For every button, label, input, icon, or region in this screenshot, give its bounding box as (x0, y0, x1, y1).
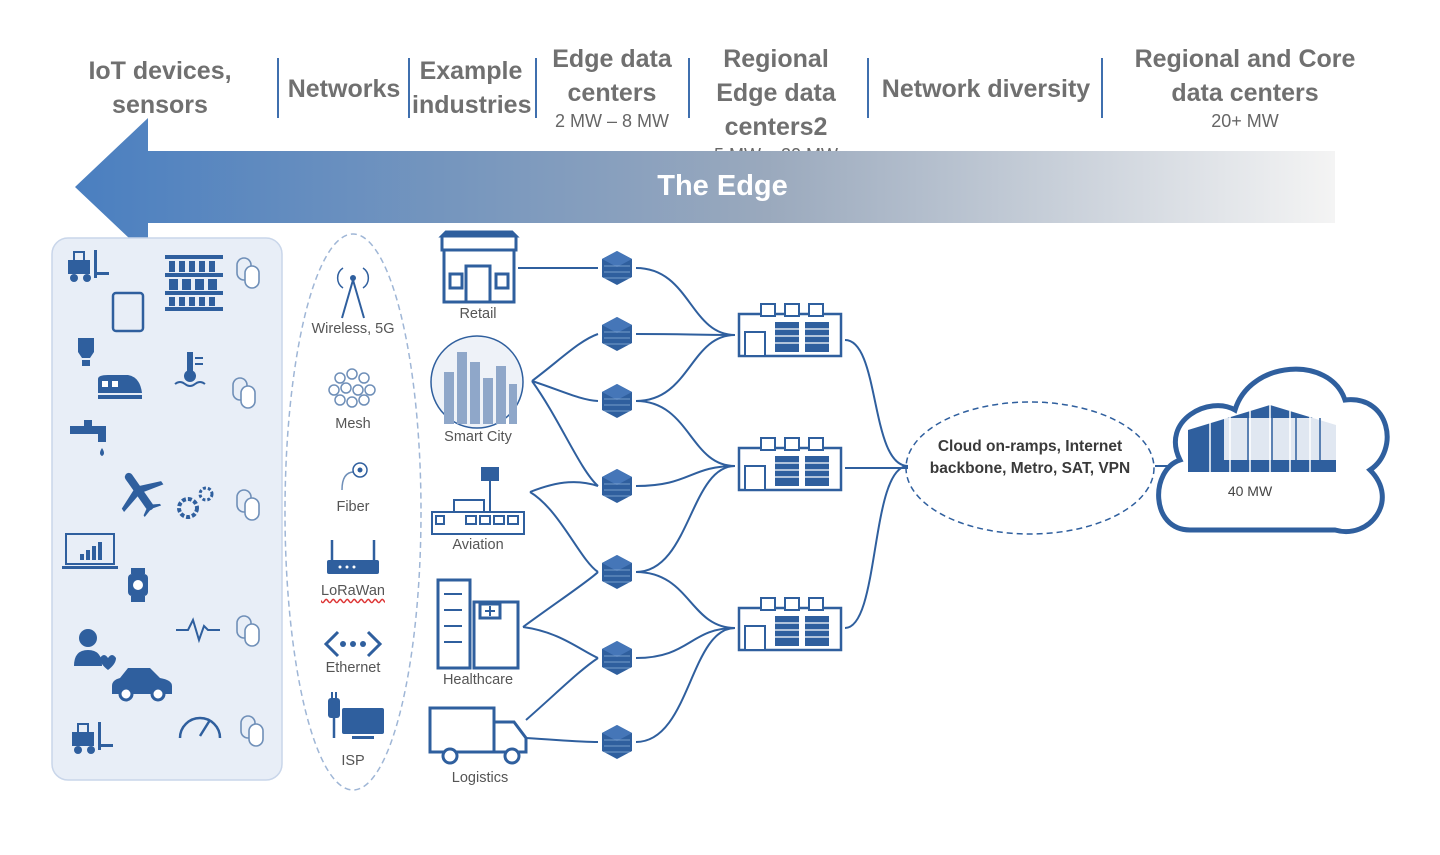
network-label-isp: ISP (341, 753, 365, 769)
edge-datacenter-icon (601, 640, 633, 676)
networks-ellipse (284, 233, 422, 791)
edge-datacenter-icon (601, 468, 633, 504)
network-label-lorawan: LoRaWan (321, 583, 385, 599)
header-networks: Networks (287, 75, 401, 103)
tablet-icon (111, 291, 145, 333)
network-diversity-ellipse (905, 401, 1155, 535)
laptop-chart-icon (62, 533, 118, 569)
industry-label-healthcare: Healthcare (442, 672, 514, 688)
train-icon (98, 375, 142, 399)
fiber-icon (341, 462, 368, 491)
network-label-fiber: Fiber (336, 499, 370, 515)
ethernet-icon (323, 630, 383, 658)
network-label-wireless: Wireless, 5G (311, 321, 395, 337)
doctor-icon (74, 629, 116, 670)
mesh-icon (328, 368, 376, 408)
airplane-icon (121, 472, 164, 518)
header-separator (408, 58, 410, 118)
edge-arrow-label: The Edge (657, 170, 788, 202)
regional-datacenter-icon (737, 302, 843, 358)
retail-store-icon (438, 230, 520, 304)
smartwatch-icon (128, 568, 148, 602)
iot-devices-panel (51, 237, 283, 781)
industry-label-smart-city: Smart City (444, 429, 512, 445)
regional-datacenter-icon (737, 436, 843, 492)
hospital-icon (436, 578, 520, 670)
core-datacenter-icon (1188, 405, 1336, 472)
thermometer-icon (174, 352, 206, 387)
header-separator (867, 58, 869, 118)
gears-icon (177, 486, 214, 519)
edge-datacenter-icon (601, 383, 633, 419)
header-iot-devices: IoT devices, sensors (88, 57, 232, 119)
network-diversity-text: Cloud on-ramps, Internet backbone, Metro… (929, 438, 1131, 477)
edge-datacenter-icon (601, 724, 633, 760)
network-label-mesh: Mesh (335, 416, 371, 432)
truck-icon (428, 706, 528, 765)
core-mw-label: 40 MW (1227, 483, 1273, 499)
edge-arrow (75, 118, 1335, 256)
edge-datacenter-icon (601, 250, 633, 286)
header-example-industries: Example industries (412, 57, 532, 119)
forklift-icon (68, 250, 109, 282)
header-separator (1101, 58, 1103, 118)
bulb-icon (78, 338, 94, 366)
edge-datacenter-icon (601, 554, 633, 590)
network-label-ethernet: Ethernet (325, 660, 381, 676)
forklift-icon (72, 722, 113, 754)
header-regional-edge: Regional Edge data centers25 MW – 20 MW (690, 42, 862, 166)
header-separator (277, 58, 279, 118)
industry-label-logistics: Logistics (451, 770, 509, 786)
core-mw-range: 20+ MW (1211, 111, 1279, 131)
industry-label-retail: Retail (459, 306, 497, 322)
isp-icon (328, 692, 384, 739)
aviation-icon (431, 467, 525, 535)
header-separator (535, 58, 537, 118)
edge-mw-range: 2 MW – 8 MW (554, 111, 669, 131)
smart-city-icon (430, 335, 524, 429)
heartbeat-icon (176, 617, 220, 644)
edge-datacenter-icon (601, 316, 633, 352)
lorawan-router-icon (327, 540, 379, 574)
header-separator (688, 58, 690, 118)
regional-datacenter-icon (737, 596, 843, 652)
header-network-diversity: Network diversity (881, 75, 1091, 103)
wireless-tower-icon (336, 267, 370, 319)
faucet-icon (70, 420, 106, 456)
car-icon (112, 668, 172, 702)
gauge-icon (178, 716, 222, 739)
industry-label-aviation: Aviation (452, 537, 504, 553)
shelf-icon (165, 255, 223, 311)
